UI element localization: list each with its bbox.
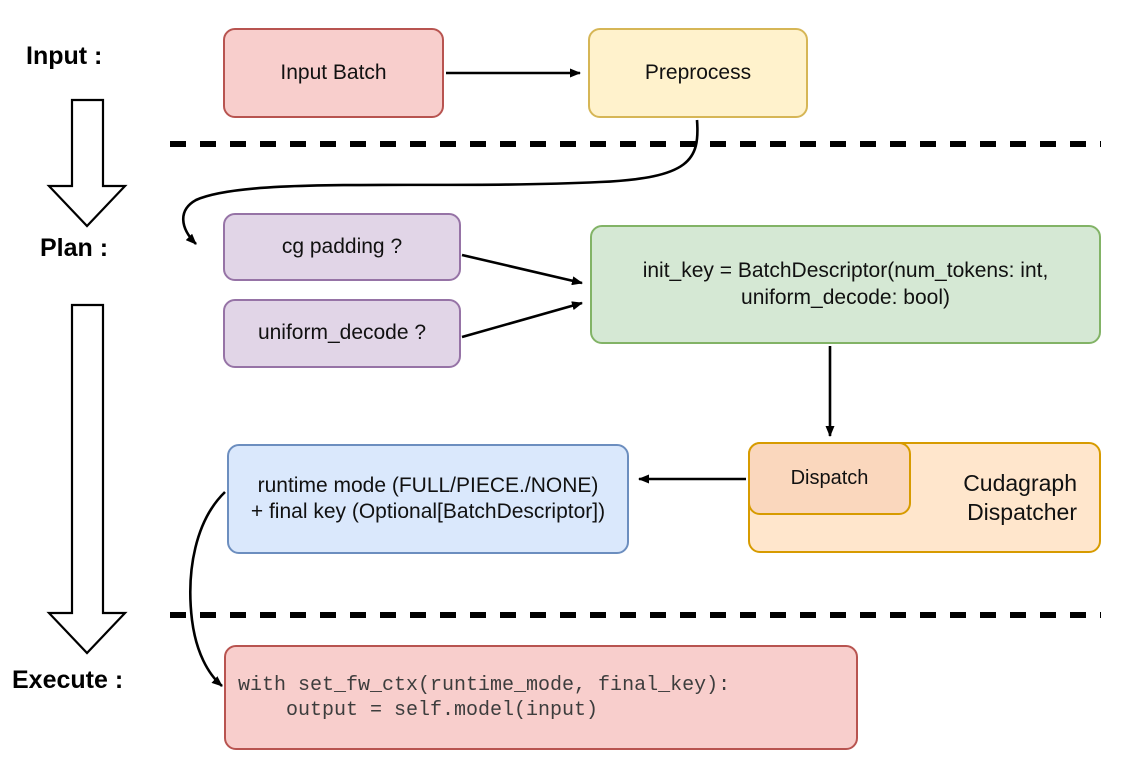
- node-init-key-line1: init_key = BatchDescriptor(num_tokens: i…: [642, 259, 1049, 283]
- node-uniform-decode-label: uniform_decode ?: [257, 321, 427, 345]
- node-dispatch[interactable]: Dispatch: [748, 442, 911, 515]
- node-execute-code[interactable]: with set_fw_ctx(runtime_mode, final_key)…: [224, 645, 858, 750]
- node-preprocess-label: Preprocess: [644, 60, 752, 84]
- node-input-batch[interactable]: Input Batch: [223, 28, 444, 118]
- arrow-cg-padding-to-init-key: [461, 253, 583, 286]
- arrow-uniform-decode-to-init-key: [461, 301, 583, 339]
- input-to-plan-arrow: [46, 98, 128, 228]
- stage-label-input: Input :: [26, 42, 103, 70]
- stage-label-plan: Plan :: [40, 234, 109, 262]
- arrow-runtime-mode-to-execute-code: [189, 491, 226, 687]
- node-runtime-mode-line2: + final key (Optional[BatchDescriptor]): [250, 500, 606, 523]
- stage-label-execute: Execute :: [12, 666, 124, 694]
- node-init-key-line2: uniform_decode: bool): [741, 285, 950, 309]
- node-input-batch-label: Input Batch: [280, 60, 387, 84]
- node-cudagraph-dispatcher-line1: Cudagraph: [963, 469, 1077, 496]
- node-runtime-mode-line1: runtime mode (FULL/PIECE./NONE): [257, 473, 599, 497]
- execute-code-line2: output = self.model(input): [238, 698, 599, 722]
- node-preprocess[interactable]: Preprocess: [588, 28, 808, 118]
- node-cg-padding[interactable]: cg padding ?: [223, 213, 461, 281]
- plan-to-execute-arrow: [46, 303, 128, 655]
- node-cudagraph-dispatcher-line2: Dispatcher: [967, 498, 1077, 525]
- node-runtime-mode[interactable]: runtime mode (FULL/PIECE./NONE) + final …: [227, 444, 629, 554]
- node-uniform-decode[interactable]: uniform_decode ?: [223, 299, 461, 368]
- node-init-key[interactable]: init_key = BatchDescriptor(num_tokens: i…: [590, 225, 1101, 344]
- execute-code-line1: with set_fw_ctx(runtime_mode, final_key)…: [238, 673, 731, 697]
- node-dispatch-label: Dispatch: [790, 467, 869, 489]
- node-cg-padding-label: cg padding ?: [281, 234, 403, 258]
